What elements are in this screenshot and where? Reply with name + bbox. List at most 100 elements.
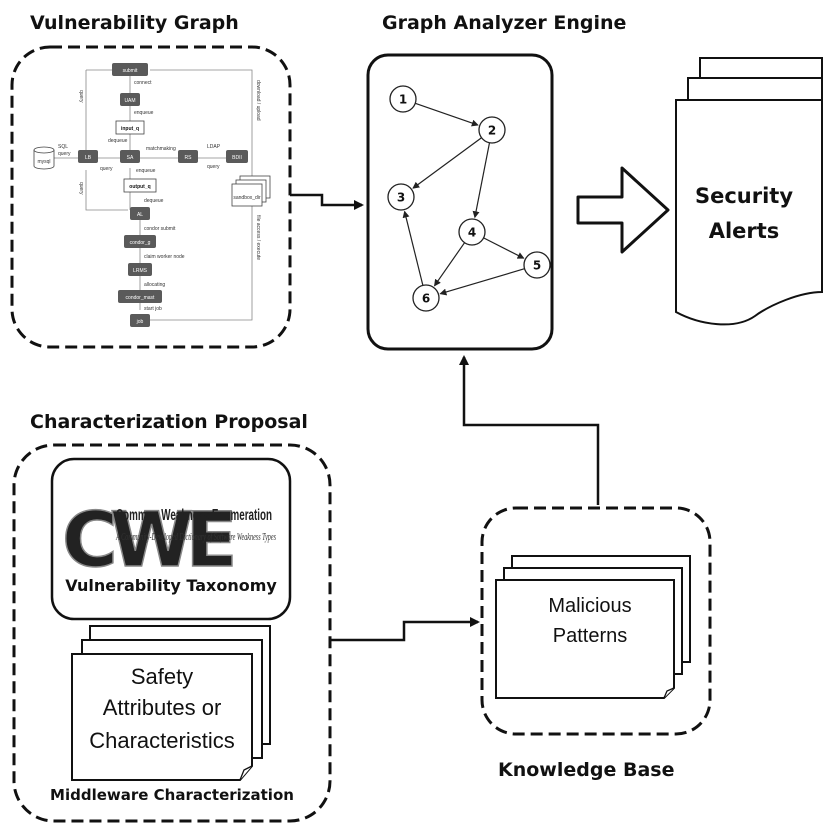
mini-node-sa-label: SA	[127, 155, 134, 161]
knowledge-base-title: Knowledge Base	[498, 759, 674, 781]
mini-node-job-label: job	[136, 319, 144, 325]
mini-node-condor-g	[124, 235, 156, 248]
block-arrow-engine-to-alerts	[576, 166, 670, 254]
mini-node-rs-label: RS	[185, 155, 193, 161]
cwe-logo: CWE Common Weakness Enumeration A Commun…	[61, 494, 276, 585]
mini-node-output-q-label: output_q	[129, 184, 150, 190]
edge-label-right-bottom: file access / execute	[255, 215, 261, 260]
mini-node-submit	[112, 63, 148, 76]
cwe-taxonomy-card	[50, 457, 292, 621]
cwe-title: Common Weakness Enumeration	[116, 507, 272, 524]
graph-node-label-3: 3	[397, 191, 405, 205]
knowledge-base-panel	[480, 506, 712, 736]
edge-label-sql: SQL	[58, 144, 68, 150]
edge-label-start-job: start job	[144, 306, 162, 312]
safety-doc-line2: Attributes or	[103, 695, 222, 720]
vulnerability-graph-panel	[10, 45, 292, 349]
graph-edge-2-4	[472, 142, 491, 219]
mini-node-mysql-cylinder	[33, 146, 55, 170]
graph-node-2	[478, 116, 506, 144]
edge-label-sql-query: query	[58, 151, 71, 157]
mini-node-sa	[120, 150, 140, 163]
graph-node-4	[458, 218, 486, 246]
graph-node-6	[412, 284, 440, 312]
mini-node-condor-mast-label: condor_mast	[126, 295, 156, 301]
security-alerts-stack	[675, 57, 823, 326]
vulnerability-graph-title: Vulnerability Graph	[30, 12, 239, 34]
malicious-patterns-line1: Malicious	[548, 595, 631, 617]
mini-node-sandbox-label: sandbox_dir	[233, 195, 261, 201]
edge-label-right-top: download / upload	[255, 80, 261, 121]
mini-node-al	[130, 207, 150, 220]
safety-doc-line3: Characteristics	[89, 728, 234, 753]
graph-edge-4-6	[434, 242, 466, 287]
edge-label-query-left-top: query	[78, 90, 84, 103]
arrow-knowledgebase-to-engine	[459, 355, 600, 505]
graph-edge-2-3	[412, 137, 482, 189]
graph-node-1	[389, 85, 417, 113]
malicious-patterns-stack	[495, 555, 691, 699]
cwe-logo-letters: CWE	[62, 495, 233, 584]
graph-analyzer-panel	[366, 53, 554, 351]
graph-edge-6-3	[402, 210, 424, 286]
mini-node-bdii-label: BDII	[232, 155, 242, 161]
edge-label-dequeue-2: dequeue	[144, 198, 164, 204]
edge-label-connect: connect	[134, 80, 152, 86]
mini-node-job	[130, 314, 150, 327]
edge-label-ldap-query: query	[207, 164, 220, 170]
mini-node-submit-label: submit	[123, 68, 138, 74]
mini-node-al-label: AL	[137, 212, 143, 218]
mini-node-rs	[178, 150, 198, 163]
middleware-characterization-caption: Middleware Characterization	[50, 786, 294, 804]
mini-node-lrms	[128, 263, 152, 276]
edge-label-dequeue: dequeue	[108, 138, 128, 144]
edge-label-enqueue-2: enqueue	[136, 168, 156, 174]
graph-node-label-4: 4	[468, 226, 476, 240]
arrow-vulngraph-to-engine	[290, 193, 364, 210]
characterization-panel	[12, 443, 332, 823]
arrow-characterization-to-knowledgebase	[330, 617, 480, 642]
mini-node-condor-g-label: condor_g	[130, 240, 151, 246]
analyzer-graph: 1 2 3 4 5 6	[387, 85, 551, 312]
graph-edge-4-5	[483, 237, 525, 259]
edge-label-enqueue: enqueue	[134, 110, 154, 116]
edge-label-claim-worker-node: claim worker node	[144, 254, 185, 260]
vulnerability-mini-graph: submit UAM input_q mysql LB SA RS BDII o…	[33, 63, 271, 327]
safety-doc-line1: Safety	[131, 664, 193, 689]
mini-node-uam-label: UAM	[124, 98, 135, 104]
graph-node-label-2: 2	[488, 124, 496, 138]
graph-node-5	[523, 251, 551, 279]
mini-node-output-q	[123, 178, 157, 193]
safety-doc-stack	[71, 625, 271, 781]
cwe-subtitle: A Community-Developed Dictionary of Soft…	[115, 531, 276, 543]
mini-node-sandbox-stack	[231, 175, 271, 207]
edge-label-ldap: LDAP	[207, 144, 221, 150]
vulnerability-taxonomy-caption: Vulnerability Taxonomy	[65, 576, 277, 595]
mini-node-mysql-label: mysql	[37, 159, 50, 165]
edge-label-query: query	[100, 166, 113, 172]
mini-node-lb	[78, 150, 98, 163]
mini-node-condor-mast	[118, 290, 162, 303]
graph-edge-1-2	[415, 102, 479, 127]
security-alerts-line1: Security	[695, 184, 793, 208]
edge-label-query-left-bottom: query	[78, 182, 84, 195]
mini-node-lrms-label: LRMS	[133, 268, 148, 274]
malicious-patterns-line2: Patterns	[553, 625, 627, 647]
mini-node-lb-label: LB	[85, 155, 92, 161]
graph-node-label-5: 5	[533, 259, 541, 273]
mini-node-input-q	[115, 120, 145, 135]
graph-node-label-6: 6	[422, 292, 430, 306]
mini-node-input-q-label: input_q	[121, 126, 139, 132]
security-alerts-line2: Alerts	[709, 219, 780, 243]
characterization-proposal-title: Characterization Proposal	[30, 411, 308, 433]
mini-node-uam	[120, 93, 140, 106]
graph-analyzer-engine-title: Graph Analyzer Engine	[382, 12, 626, 34]
edge-label-matchmaking: matchmaking	[146, 146, 176, 152]
graph-node-label-1: 1	[399, 93, 407, 107]
graph-edge-5-6	[439, 268, 525, 296]
mini-node-bdii	[226, 150, 248, 163]
graph-node-3	[387, 183, 415, 211]
edge-label-allocating: allocating	[144, 282, 165, 288]
edge-label-condor-submit: condor submit	[144, 226, 176, 232]
